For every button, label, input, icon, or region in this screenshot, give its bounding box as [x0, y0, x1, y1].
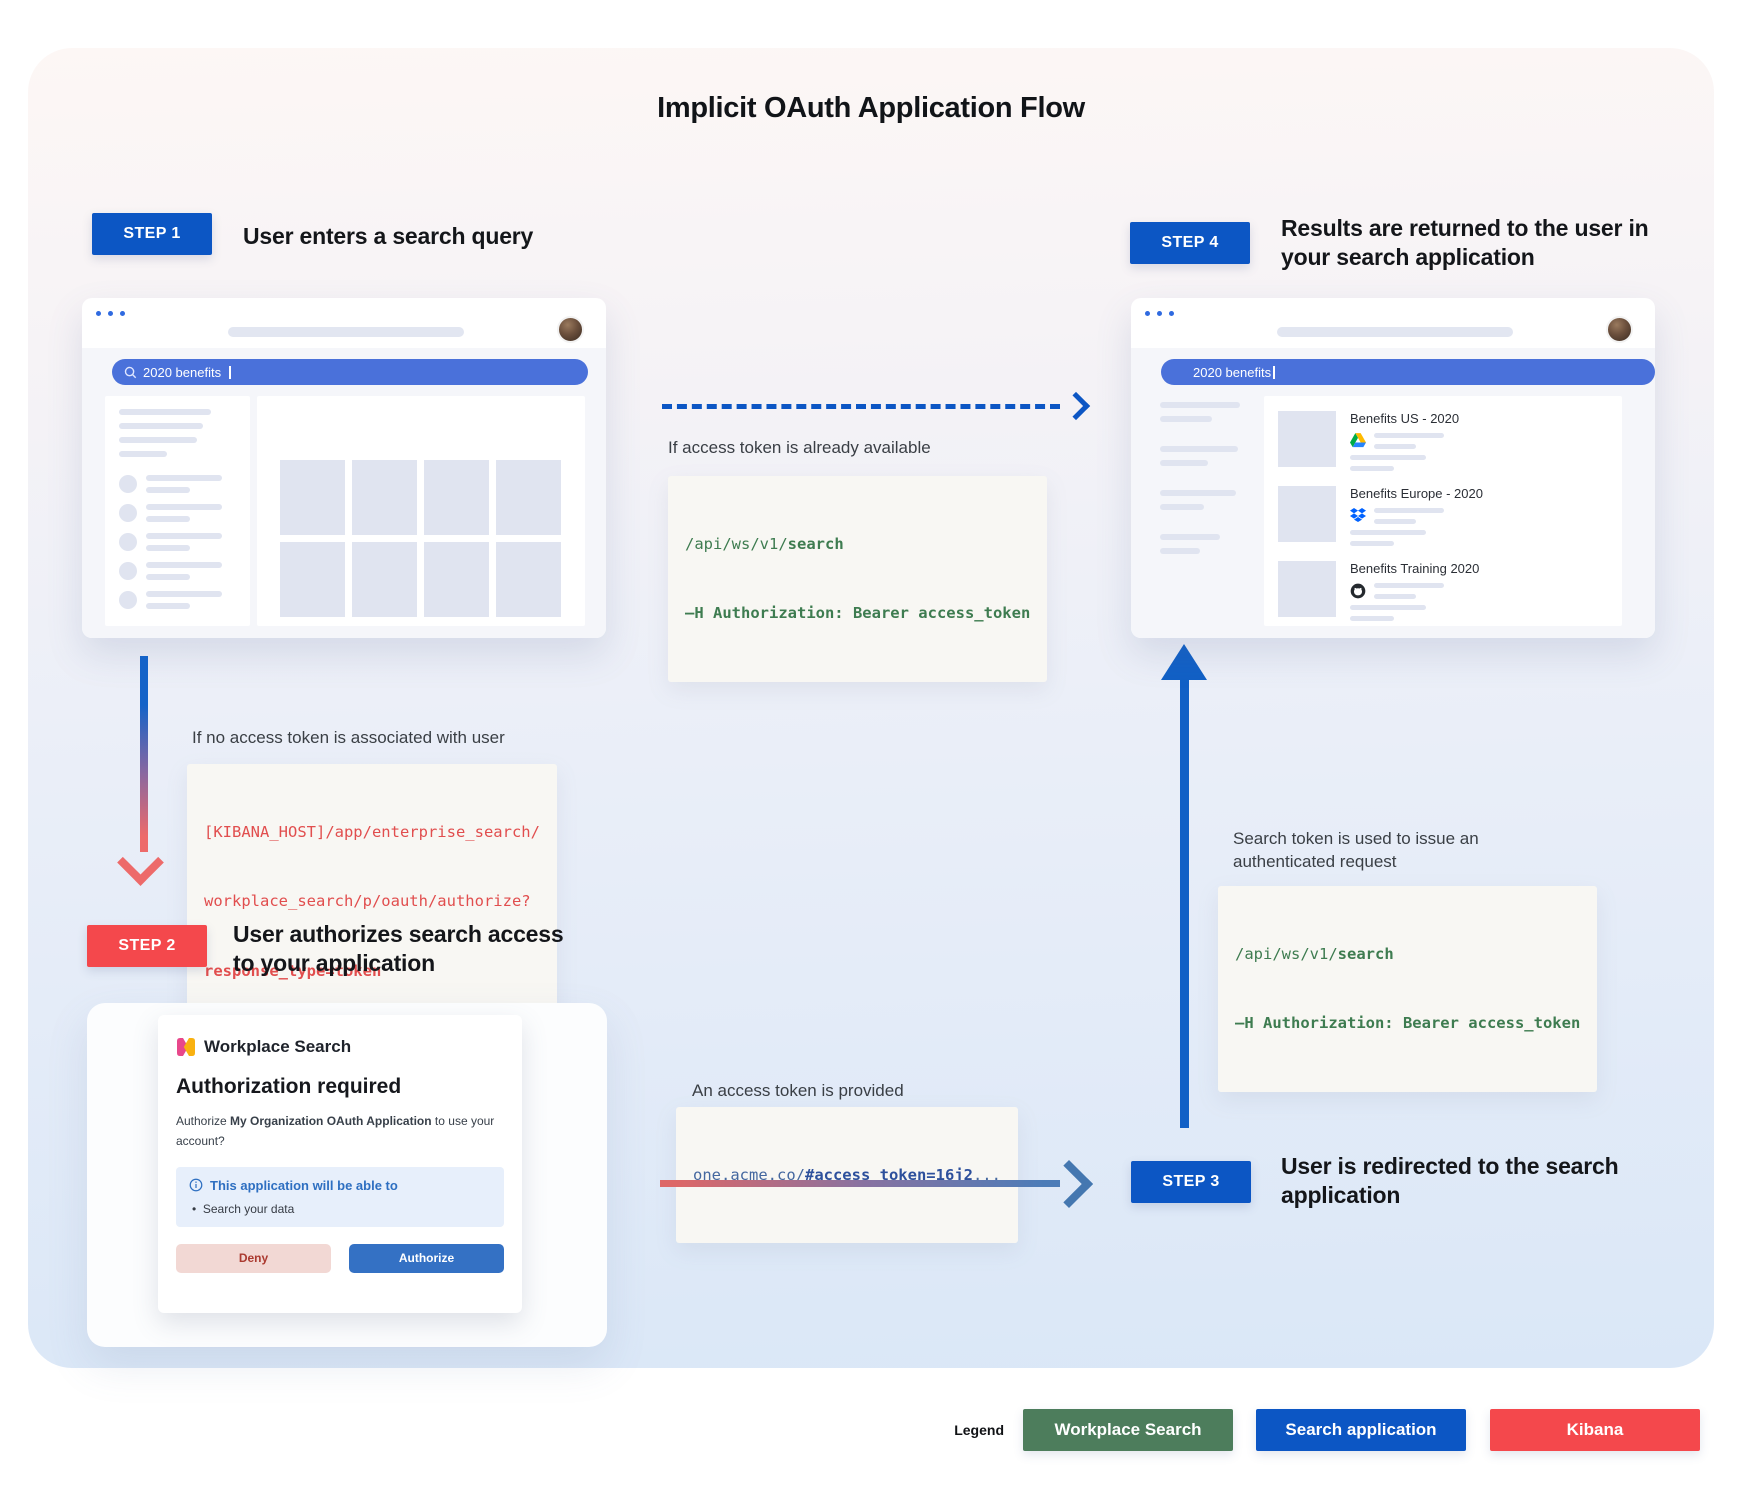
google-drive-icon	[1350, 433, 1366, 448]
browser-chrome	[82, 298, 606, 348]
browser-content: 2020 benefits	[82, 348, 606, 638]
avatar[interactable]	[1606, 316, 1633, 343]
authorization-dialog: Workplace Search Authorization required …	[158, 1015, 522, 1313]
content-grid-placeholder	[257, 396, 585, 626]
text-cursor	[229, 365, 231, 379]
facets-placeholder	[1160, 402, 1240, 554]
list-item	[119, 504, 236, 522]
step-3-label: User is redirected to the search applica…	[1281, 1153, 1619, 1209]
list-item	[119, 591, 236, 609]
result-row[interactable]: Benefits Training 2020	[1278, 561, 1622, 621]
step-1-badge: STEP 1	[92, 213, 212, 255]
note-token-used: Search token is used to issue an authent…	[1233, 829, 1479, 871]
results-panel: Benefits US - 2020	[1264, 396, 1622, 626]
note-no-token: If no access token is associated with us…	[192, 728, 505, 747]
scope-item: • Search your data	[192, 1201, 295, 1216]
scope-info-title: This application will be able to	[210, 1177, 398, 1193]
step-2-badge: STEP 2	[87, 925, 207, 967]
code-search-api-2: /api/ws/v1/search –H Authorization: Bear…	[1218, 886, 1598, 1092]
result-row[interactable]: Benefits Europe - 2020	[1278, 486, 1622, 546]
search-app-window: 2020 benefits	[82, 298, 606, 638]
dialog-brand: Workplace Search	[204, 1037, 352, 1056]
result-title: Benefits Europe - 2020	[1350, 486, 1483, 501]
results-app-window: 2020 benefits Benefits US - 2020	[1131, 298, 1655, 638]
result-title: Benefits Training 2020	[1350, 561, 1480, 576]
result-thumbnail	[1278, 561, 1336, 617]
browser-chrome	[1131, 298, 1655, 348]
search-query-text: 2020 benefits	[1193, 364, 1272, 380]
search-input[interactable]: 2020 benefits	[1161, 359, 1655, 385]
step-4-label: Results are returned to the user in your…	[1281, 215, 1649, 271]
window-controls-icon[interactable]	[96, 311, 125, 316]
note-token-provided: An access token is provided	[692, 1081, 904, 1100]
legend-kibana: Kibana	[1490, 1409, 1700, 1451]
legend-search-application: Search application	[1256, 1409, 1466, 1451]
scope-info-box: This application will be able to • Searc…	[176, 1166, 504, 1227]
browser-content: 2020 benefits Benefits US - 2020	[1131, 348, 1655, 638]
result-thumbnail	[1278, 411, 1336, 467]
code-kibana-authorize: [KIBANA_HOST]/app/enterprise_search/ wor…	[187, 764, 557, 1040]
legend-label: Legend	[954, 1422, 1004, 1438]
code-search-api: /api/ws/v1/search –H Authorization: Bear…	[668, 476, 1048, 682]
avatar[interactable]	[557, 316, 584, 343]
step-3-badge: STEP 3	[1131, 1161, 1251, 1203]
workplace-search-logo	[177, 1038, 195, 1056]
search-input[interactable]: 2020 benefits	[112, 359, 588, 385]
step-2-label: User authorizes search access to your ap…	[233, 921, 564, 977]
text-cursor	[1273, 365, 1275, 379]
github-icon	[1350, 583, 1366, 599]
sidebar-placeholder	[105, 396, 250, 626]
step-1-label: User enters a search query	[243, 223, 534, 249]
step-4-badge: STEP 4	[1130, 222, 1250, 264]
deny-button[interactable]: Deny	[176, 1243, 331, 1273]
list-item	[119, 533, 236, 551]
info-icon	[189, 1178, 203, 1192]
search-icon	[124, 366, 137, 378]
result-row[interactable]: Benefits US - 2020	[1278, 411, 1622, 471]
dropbox-icon	[1350, 508, 1366, 522]
search-query-text: 2020 benefits	[143, 364, 222, 380]
result-thumbnail	[1278, 486, 1336, 542]
code-redirect-url: one.acme.co/#access_token=16j2...	[676, 1107, 1018, 1244]
dialog-heading: Authorization required	[176, 1075, 402, 1098]
url-bar[interactable]	[228, 327, 464, 337]
url-bar[interactable]	[1277, 327, 1513, 337]
list-item	[119, 475, 236, 493]
list-item	[119, 562, 236, 580]
window-controls-icon[interactable]	[1145, 311, 1174, 316]
dialog-body: Authorize My Organization OAuth Applicat…	[176, 1114, 495, 1148]
note-token-available: If access token is already available	[668, 438, 931, 457]
result-title: Benefits US - 2020	[1350, 411, 1460, 426]
legend-workplace-search: Workplace Search	[1023, 1409, 1233, 1451]
authorize-button[interactable]: Authorize	[349, 1243, 504, 1273]
page-title: Implicit OAuth Application Flow	[657, 92, 1085, 124]
